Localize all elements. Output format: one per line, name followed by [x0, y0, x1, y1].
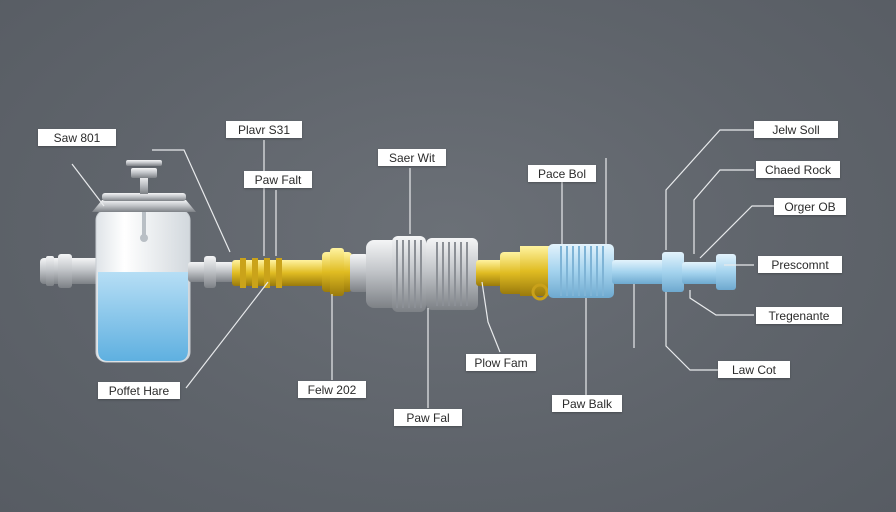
- label-paw-falt: Paw Falt: [244, 171, 312, 188]
- label-saer-wit: Saer Wit: [378, 149, 446, 166]
- reservoir-tank: [92, 160, 196, 363]
- label-saw-801: Saw 801: [38, 129, 116, 146]
- label-orger-ob: Orger OB: [774, 198, 846, 215]
- label-plow-fam: Plow Fam: [466, 354, 536, 371]
- reservoir-outlet-fitting: [188, 256, 234, 288]
- gear-housing: [350, 236, 478, 312]
- label-law-cot: Law Cot: [718, 361, 790, 378]
- label-paw-balk: Paw Balk: [552, 395, 622, 412]
- label-pace-bol: Pace Bol: [528, 165, 596, 182]
- label-jelw-soll: Jelw Soll: [754, 121, 838, 138]
- label-prescomnt: Prescomnt: [758, 256, 842, 273]
- left-inlet-fitting: [40, 254, 100, 288]
- label-poffet-hare: Poffet Hare: [98, 382, 180, 399]
- label-tregenante: Tregenante: [756, 307, 842, 324]
- label-plavr-s31: Plavr S31: [226, 121, 302, 138]
- brass-threaded-tube: [232, 248, 352, 296]
- label-felw-202: Felw 202: [298, 381, 366, 398]
- brass-coupling: [476, 246, 550, 301]
- leader-lines: [71, 129, 774, 408]
- label-paw-fal: Paw Fal: [394, 409, 462, 426]
- label-chaed-rock: Chaed Rock: [756, 161, 840, 178]
- blue-threaded-pipe: [548, 244, 736, 298]
